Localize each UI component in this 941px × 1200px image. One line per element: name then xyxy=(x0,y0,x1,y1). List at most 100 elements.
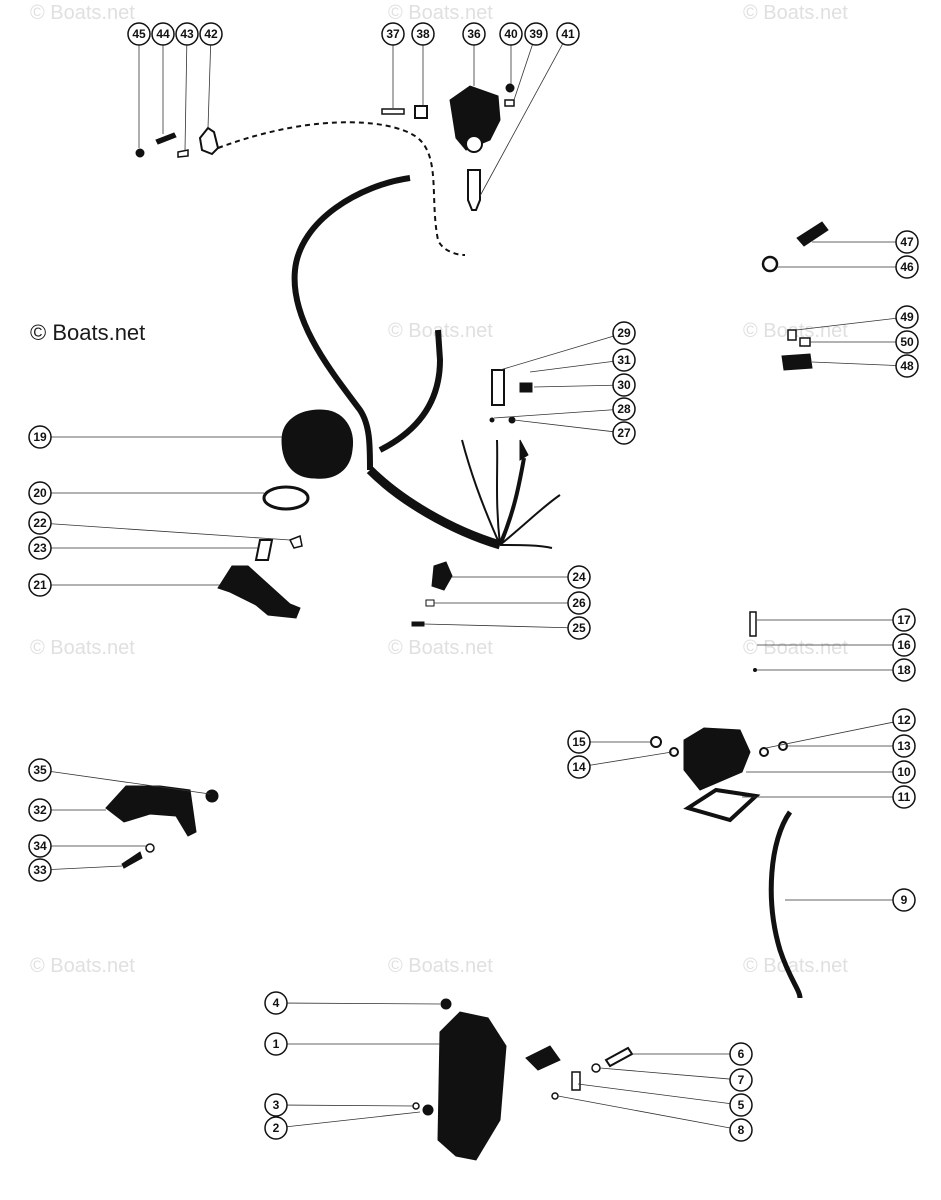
callout-24: 24 xyxy=(567,565,591,589)
callout-number: 30 xyxy=(617,378,631,392)
watermark: © Boats.net xyxy=(743,2,848,24)
callout-circle xyxy=(567,565,591,589)
screw-44-part xyxy=(155,132,177,145)
callout-circle xyxy=(28,425,52,449)
solenoid-36-bore xyxy=(465,135,483,153)
callout-circle xyxy=(729,1042,753,1066)
callout-number: 8 xyxy=(738,1123,745,1137)
leader-line-42 xyxy=(207,44,212,129)
callout-labels: 1234567891011121314151617181920212223242… xyxy=(28,22,919,1142)
bracket-32-part xyxy=(105,785,197,837)
watermark: © Boats.net xyxy=(388,955,493,977)
watermark: © Boats.net xyxy=(743,637,848,659)
callout-circle xyxy=(612,373,636,397)
callout-29: 29 xyxy=(612,321,636,345)
callout-11: 11 xyxy=(892,785,916,809)
harness-wire-1 xyxy=(461,439,501,546)
callout-number: 47 xyxy=(900,235,914,249)
callout-circle xyxy=(28,511,52,535)
harness-wire-4 xyxy=(499,494,561,546)
callout-circle xyxy=(895,255,919,279)
callout-30: 30 xyxy=(612,373,636,397)
callout-45: 45 xyxy=(127,22,151,46)
callout-number: 21 xyxy=(33,578,47,592)
callout-circle xyxy=(567,591,591,615)
callout-number: 43 xyxy=(180,27,194,41)
watermark: © Boats.net xyxy=(30,637,135,659)
callout-5: 5 xyxy=(729,1093,753,1117)
callout-number: 5 xyxy=(738,1098,745,1112)
nut-38-part xyxy=(414,105,428,119)
callout-36: 36 xyxy=(462,22,486,46)
leader-line-30 xyxy=(533,384,614,388)
callout-number: 36 xyxy=(467,27,481,41)
callout-circle xyxy=(895,305,919,329)
callout-number: 24 xyxy=(572,570,586,584)
callout-47: 47 xyxy=(895,230,919,254)
leader-line-5 xyxy=(577,1083,731,1104)
callout-circle xyxy=(729,1068,753,1092)
callout-number: 22 xyxy=(33,516,47,530)
callout-number: 19 xyxy=(33,430,47,444)
screw-25-part xyxy=(411,621,425,627)
callout-4: 4 xyxy=(264,991,288,1015)
callout-circle xyxy=(892,734,916,758)
callout-circle xyxy=(175,22,199,46)
dashed-lead-wire xyxy=(217,121,466,256)
callout-42: 42 xyxy=(199,22,223,46)
leader-line-14 xyxy=(589,751,673,766)
callout-number: 4 xyxy=(273,996,280,1010)
callout-13: 13 xyxy=(892,734,916,758)
callout-circle xyxy=(892,785,916,809)
washer-34-part xyxy=(145,843,155,853)
callout-circle xyxy=(895,354,919,378)
callout-circle xyxy=(892,633,916,657)
callout-21: 21 xyxy=(28,573,52,597)
solenoid-36-part xyxy=(449,85,501,151)
callout-41: 41 xyxy=(556,22,580,46)
callout-40: 40 xyxy=(499,22,523,46)
callout-number: 23 xyxy=(33,541,47,555)
callout-circle xyxy=(264,1093,288,1117)
callout-number: 15 xyxy=(572,735,586,749)
ring-terminal xyxy=(519,439,529,461)
leader-line-3 xyxy=(286,1104,415,1107)
callout-circle xyxy=(28,798,52,822)
callout-circle xyxy=(28,834,52,858)
callout-number: 11 xyxy=(898,790,911,804)
nut-15-part xyxy=(650,736,662,748)
callout-circle xyxy=(381,22,405,46)
callout-39: 39 xyxy=(524,22,548,46)
washer-28-part xyxy=(489,417,495,423)
callout-number: 49 xyxy=(900,310,914,324)
callout-circle xyxy=(28,536,52,560)
leader-line-4 xyxy=(286,1002,441,1005)
watermark: © Boats.net xyxy=(743,955,848,977)
screw-43-part xyxy=(177,149,189,158)
callout-circle xyxy=(892,888,916,912)
callout-18: 18 xyxy=(892,658,916,682)
callout-37: 37 xyxy=(381,22,405,46)
leader-line-28 xyxy=(493,409,614,419)
bracket-part xyxy=(525,1045,561,1071)
screw-49-part xyxy=(787,329,797,341)
callout-number: 41 xyxy=(561,27,575,41)
callout-circle xyxy=(892,608,916,632)
washer-8-part xyxy=(551,1092,559,1100)
callout-circle xyxy=(524,22,548,46)
callout-number: 13 xyxy=(897,739,911,753)
screw-17-part xyxy=(749,611,757,637)
harness-trunk xyxy=(366,466,502,550)
leader-line-2 xyxy=(286,1111,421,1128)
callout-number: 31 xyxy=(617,353,631,367)
leader-line-33 xyxy=(50,865,123,870)
callout-number: 39 xyxy=(529,27,543,41)
leader-line-39 xyxy=(513,44,533,101)
block-48-part xyxy=(781,353,813,371)
callout-44: 44 xyxy=(151,22,175,46)
washer-39-part xyxy=(504,99,515,107)
callout-number: 2 xyxy=(273,1121,280,1135)
bolt-33-part xyxy=(121,851,143,869)
callout-circle xyxy=(612,348,636,372)
callout-35: 35 xyxy=(28,758,52,782)
